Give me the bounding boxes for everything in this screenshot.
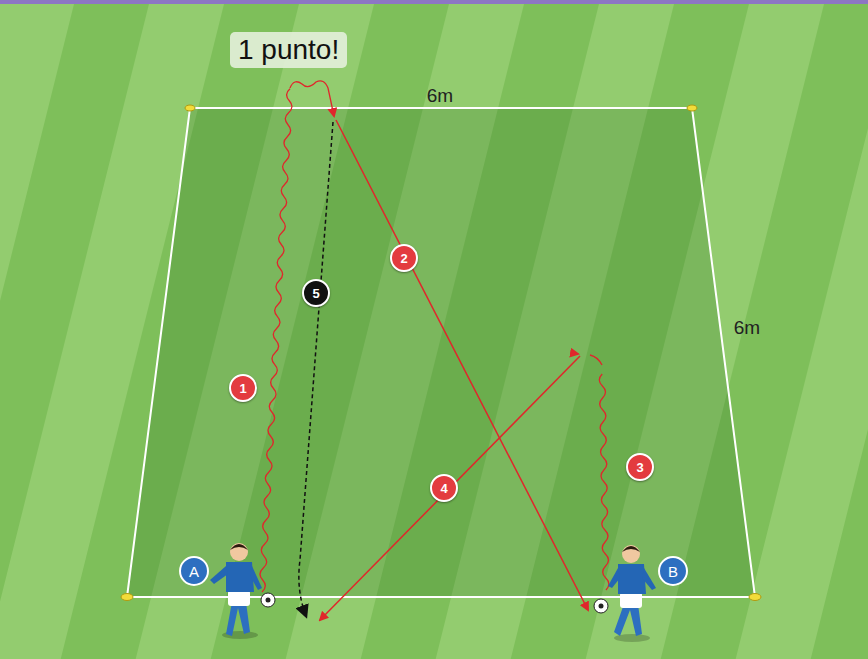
score-label-box: 1 punto! <box>230 32 347 68</box>
callout-number: 4 <box>430 474 458 502</box>
callout-number: 1 <box>229 374 257 402</box>
dribble-line <box>260 89 292 592</box>
player-b-figure <box>594 545 656 642</box>
player-badge: B <box>658 556 688 586</box>
node-text: A <box>189 563 199 580</box>
callout-number: 3 <box>626 453 654 481</box>
dimension-label: 6m <box>734 317 760 339</box>
player-badge: A <box>179 556 209 586</box>
callout-number: 5 <box>302 279 330 307</box>
dimension-label: 6m <box>427 85 453 107</box>
callout-number: 2 <box>390 244 418 272</box>
dribble-line <box>599 374 609 590</box>
node-text: 1 punto! <box>238 34 339 65</box>
player-a-figure <box>210 543 275 639</box>
node-text: B <box>668 563 678 580</box>
